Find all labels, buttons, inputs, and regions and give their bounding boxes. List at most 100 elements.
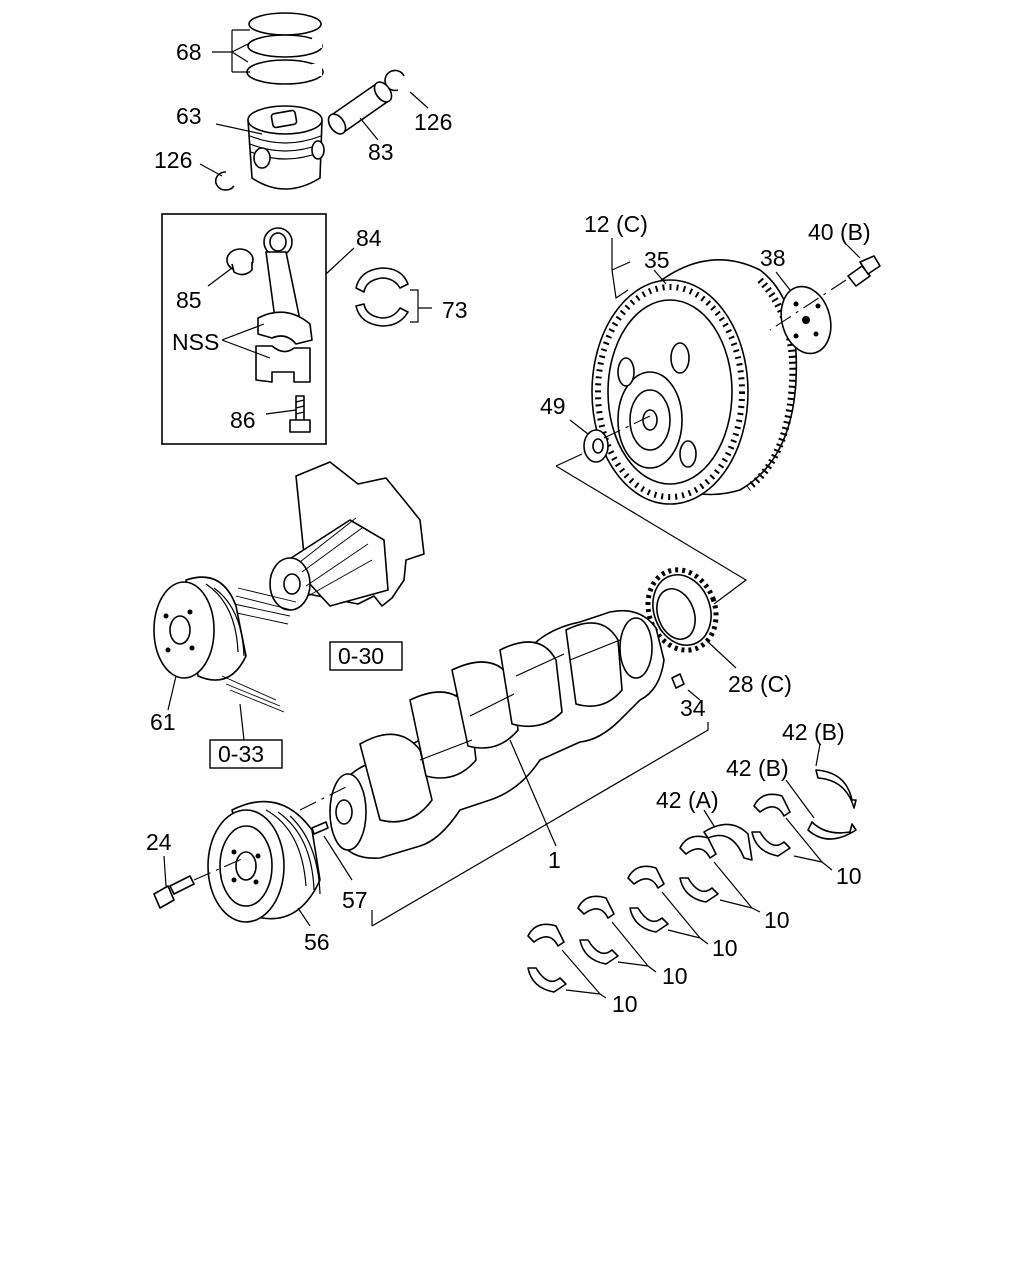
belt-hatch-lower bbox=[221, 675, 285, 713]
callout-34: 34 bbox=[680, 695, 706, 721]
piston-rings bbox=[246, 12, 324, 85]
crankshaft bbox=[329, 609, 665, 859]
flywheel-axis bbox=[603, 415, 651, 439]
ref-box-0-33 bbox=[209, 739, 283, 769]
callout-12: 12 (C) bbox=[584, 211, 648, 237]
callout-28: 28 (C) bbox=[728, 671, 792, 697]
leader-10-d bbox=[713, 861, 761, 913]
leader-73 bbox=[410, 289, 432, 323]
rod-bearing-shells bbox=[355, 267, 409, 327]
callout-10-d: 10 bbox=[764, 907, 790, 933]
callout-86: 86 bbox=[230, 407, 256, 433]
circlip-lower bbox=[214, 171, 235, 191]
flywheel-bolt bbox=[847, 255, 881, 287]
leader-61 bbox=[167, 675, 177, 711]
callout-84: 84 bbox=[356, 225, 382, 251]
leader-84 bbox=[325, 247, 355, 275]
leader-42b-upper bbox=[815, 743, 821, 767]
callout-35: 35 bbox=[644, 247, 670, 273]
ref-0-30: 0-30 bbox=[338, 643, 384, 669]
main-bearing-shells-5 bbox=[751, 793, 791, 857]
callout-40: 40 (B) bbox=[808, 219, 871, 245]
bolt-axis bbox=[769, 279, 847, 331]
callout-1: 1 bbox=[548, 847, 561, 873]
callout-42b-upper: 42 (B) bbox=[782, 719, 845, 745]
water-pump bbox=[269, 461, 425, 611]
main-bearing-shells-1 bbox=[527, 923, 567, 993]
fan-pulley bbox=[153, 576, 247, 681]
leader-1 bbox=[509, 739, 557, 847]
piston-pin bbox=[327, 81, 393, 135]
callout-nss: NSS bbox=[172, 329, 219, 355]
leader-35 bbox=[653, 269, 667, 285]
callout-10-e: 10 bbox=[836, 863, 862, 889]
callout-83: 83 bbox=[368, 139, 394, 165]
leader-10-c bbox=[661, 891, 709, 945]
leader-40 bbox=[845, 243, 861, 259]
pulley-bolt bbox=[153, 875, 195, 909]
leader-10-a bbox=[561, 949, 607, 999]
callout-42a: 42 (A) bbox=[656, 787, 719, 813]
leader-85 bbox=[207, 267, 233, 287]
leader-56 bbox=[297, 907, 311, 927]
crank-gear bbox=[645, 567, 719, 653]
leader-38 bbox=[775, 271, 791, 291]
connecting-rod bbox=[226, 227, 313, 383]
belt-hatch-upper bbox=[231, 587, 297, 625]
thrust-washer-b-upper bbox=[815, 769, 857, 809]
callout-73: 73 bbox=[442, 297, 468, 323]
leader-24 bbox=[163, 855, 167, 887]
pilot-bearing bbox=[583, 429, 609, 463]
leader-10-e bbox=[785, 817, 833, 871]
callout-63: 63 bbox=[176, 103, 202, 129]
main-bearing-shells-4 bbox=[679, 835, 719, 903]
leader-63 bbox=[215, 123, 263, 135]
callout-42b-lower: 42 (B) bbox=[726, 755, 789, 781]
connecting-rod-box bbox=[161, 213, 327, 445]
thrust-washer-b-lower bbox=[807, 821, 857, 840]
callout-56: 56 bbox=[304, 929, 330, 955]
callout-126-lower: 126 bbox=[154, 147, 192, 173]
leader-57 bbox=[323, 835, 353, 881]
main-bearing-shells-3 bbox=[627, 865, 669, 933]
callout-61: 61 bbox=[150, 709, 176, 735]
assembly-line-crank bbox=[371, 722, 709, 927]
pulley-axis bbox=[299, 785, 349, 811]
leader-nss bbox=[221, 323, 271, 359]
assembly-line-flywheel bbox=[555, 453, 748, 605]
crank-key bbox=[671, 673, 685, 689]
leader-126-upper bbox=[409, 91, 429, 109]
callout-57: 57 bbox=[342, 887, 368, 913]
callout-10-b: 10 bbox=[662, 963, 688, 989]
callout-10-a: 10 bbox=[612, 991, 638, 1017]
leader-126-lower bbox=[199, 163, 223, 177]
leader-12 bbox=[611, 238, 631, 300]
flywheel bbox=[591, 258, 798, 505]
leader-68 bbox=[212, 29, 250, 73]
leader-49 bbox=[569, 419, 589, 435]
ref-box-0-30 bbox=[329, 641, 403, 671]
leader-10-b bbox=[611, 921, 657, 973]
callout-10-c: 10 bbox=[712, 935, 738, 961]
thrust-washer-a bbox=[703, 823, 753, 861]
flywheel-plate bbox=[780, 285, 832, 355]
ref-0-33: 0-33 bbox=[218, 741, 264, 767]
leader-0-33 bbox=[239, 703, 245, 741]
crank-pulley bbox=[207, 800, 321, 923]
main-bearing-shells-2 bbox=[577, 895, 619, 965]
callout-85: 85 bbox=[176, 287, 202, 313]
leader-42b-lower bbox=[785, 779, 815, 819]
rod-bolt bbox=[289, 395, 311, 433]
leader-28 bbox=[705, 639, 737, 669]
leader-42a bbox=[703, 809, 715, 827]
callout-126-upper: 126 bbox=[414, 109, 452, 135]
callout-68: 68 bbox=[176, 39, 202, 65]
leader-83 bbox=[359, 117, 379, 141]
leader-34 bbox=[687, 689, 701, 701]
circlip-upper bbox=[384, 69, 405, 92]
callout-24: 24 bbox=[146, 829, 172, 855]
callout-49: 49 bbox=[540, 393, 566, 419]
callout-38: 38 bbox=[760, 245, 786, 271]
dowel-pin bbox=[311, 821, 329, 835]
